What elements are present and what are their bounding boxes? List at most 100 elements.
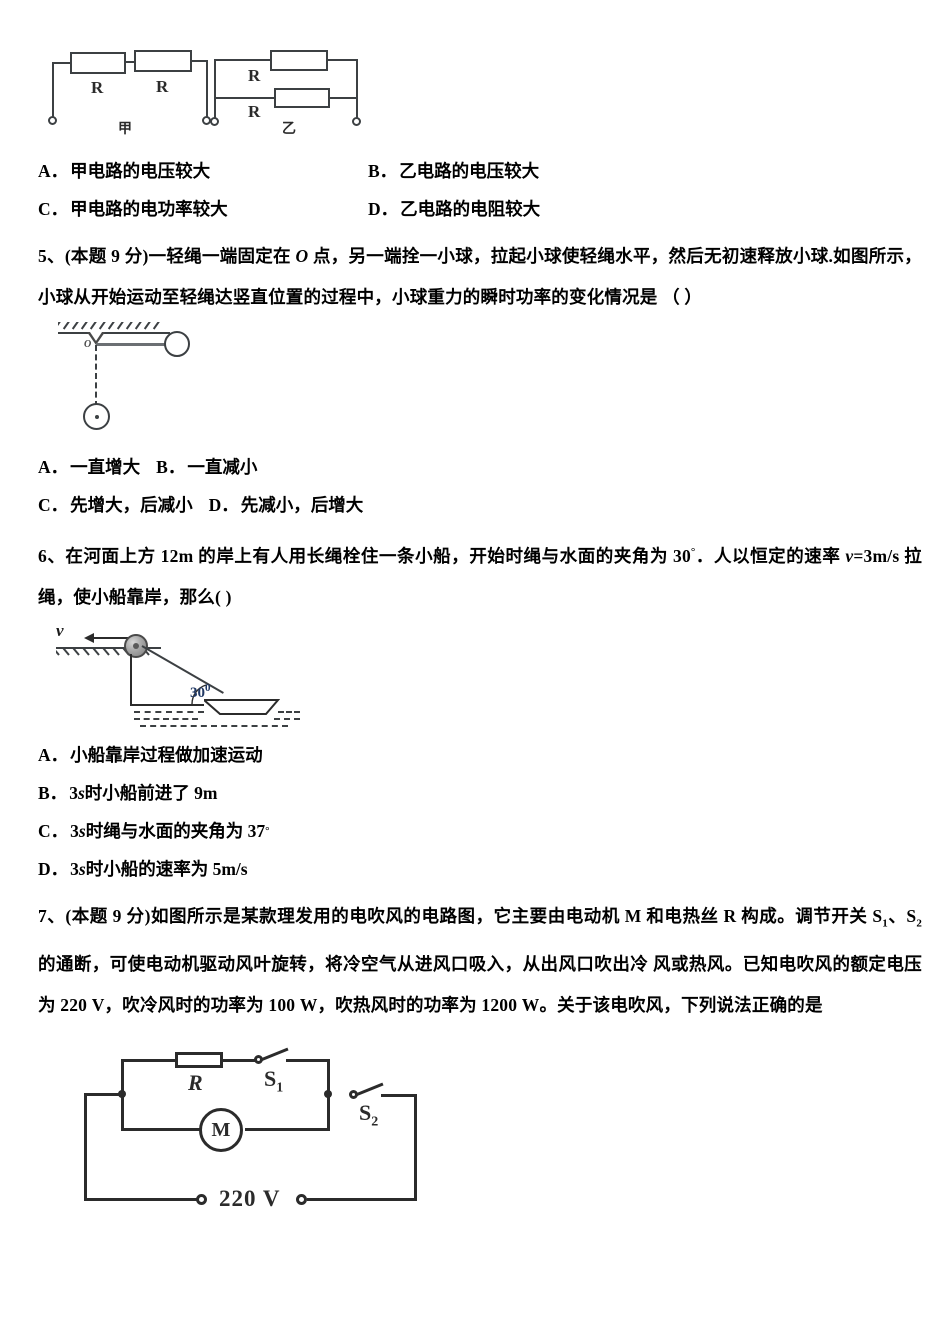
q6-bank-wall-hatching — [122, 654, 132, 706]
q7-motor-symbol: M — [199, 1108, 243, 1153]
q7-wire-after-switch2 — [381, 1094, 417, 1098]
q4-right-terminal-1 — [210, 117, 219, 126]
q5-option-a-label: A． — [38, 457, 69, 477]
q5-option-d-text: 先减小，后增大 — [240, 495, 364, 515]
q7-switch2-label: S2 — [359, 1100, 378, 1130]
q5-stem-part1: 一轻绳一端固定在 — [148, 246, 296, 266]
q4-left-wire-left — [52, 62, 54, 118]
q7-switch1-index: 1 — [276, 1080, 284, 1096]
q5-option-b-label: B． — [156, 457, 186, 477]
q7-stem-b: 、S — [888, 905, 917, 926]
q4-option-a-text: 甲电路的电压较大 — [70, 161, 211, 181]
q6-stem-a: 在河面上方 — [65, 545, 161, 566]
q5-stem: 5、(本题 9 分)一轻绳一端固定在 O 点，另一端拴一小球，拉起小球使轻绳水平… — [38, 236, 922, 318]
q5-option-c-text: 先增大，后减小 — [70, 495, 193, 515]
q7-left-junction-node — [118, 1090, 126, 1099]
q4-left-wire-top-left — [52, 62, 71, 64]
q7-switch1-arm[interactable] — [261, 1047, 289, 1062]
q7-source-terminal-left — [196, 1194, 207, 1206]
q7-source-terminal-right — [296, 1194, 307, 1206]
q4-option-b[interactable]: B．乙电路的电压较大 — [368, 152, 539, 190]
q7-wire-bottom-left — [84, 1198, 197, 1202]
q6-boat-icon — [204, 698, 280, 715]
q5-ball-center-dot — [94, 414, 99, 419]
q5-ball-horizontal-position — [164, 331, 190, 357]
q4-right-wire-mid-left — [214, 97, 275, 99]
q4-option-c-text: 甲电路的电功率较大 — [70, 199, 228, 219]
q4-right-wire-left — [214, 59, 216, 119]
q4-right-circuit-label: 乙 — [282, 122, 296, 137]
q4-right-wire-mid-right — [329, 97, 358, 99]
q6-stem-angle: 30 — [673, 545, 691, 566]
q6-angle-arc — [191, 684, 207, 704]
q4-right-resistor-2-label: R — [248, 102, 261, 121]
q7-wire-top-left — [121, 1059, 176, 1063]
q6-water-dash-1 — [134, 710, 204, 713]
q4-left-resistor-2-label: R — [156, 77, 169, 96]
q5-option-c-label: C． — [38, 495, 69, 515]
q4-option-b-label: B． — [368, 161, 398, 181]
q6-angle-degree-glyph: 0 — [205, 681, 211, 694]
q6-stem-b: 的岸上有人用长绳栓住一条小船，开始时绳与水面的夹角为 — [193, 545, 674, 566]
q7-dryer-circuit-figure: R S1 M S2 220 V — [68, 1040, 922, 1218]
q7-switch1-subscript: 1 — [882, 917, 888, 930]
q6-angle-value: 30 — [190, 684, 205, 701]
q5-rod-horizontal — [96, 343, 168, 346]
q6-option-c-text: 时绳与水面的夹角为 37 — [85, 820, 266, 841]
q4-option-a[interactable]: A．甲电路的电压较大 — [38, 152, 368, 190]
q6-option-d-label: D． — [38, 858, 69, 879]
q5-option-a-text: 一直增大 — [70, 457, 141, 477]
q4-option-d[interactable]: D．乙电路的电阻较大 — [368, 190, 540, 228]
q6-bank-wall — [130, 653, 132, 706]
q4-option-d-label: D． — [368, 199, 399, 219]
q5-score-tag: (本题 9 分) — [64, 246, 149, 266]
q7-resistor-label: R — [188, 1070, 203, 1096]
q4-option-c[interactable]: C．甲电路的电功率较大 — [38, 190, 368, 228]
q6-option-d-number: 3 — [70, 858, 79, 879]
q4-option-a-label: A． — [38, 161, 69, 181]
q7-stem-a: 如图所示是某款理发用的电吹风的电路图，它主要由电动机 M 和电热丝 R 构成。调… — [150, 905, 883, 926]
q6-option-a-label: A． — [38, 744, 69, 765]
q6-velocity-arrow — [84, 632, 140, 643]
q6-water-dash-2 — [134, 717, 198, 720]
q7-motor-label: M — [211, 1118, 231, 1141]
q4-option-d-text: 乙电路的电阻较大 — [400, 199, 541, 219]
q4-left-resistor-1-box — [70, 52, 126, 74]
q6-option-b-label: B． — [38, 782, 68, 803]
q7-right-junction-node — [324, 1090, 332, 1099]
q6-option-c-unit: s — [78, 820, 86, 841]
q4-left-terminal-1 — [48, 116, 57, 125]
q5-option-d-label: D． — [208, 495, 239, 515]
q5-option-c[interactable]: C．先增大，后减小 — [38, 486, 193, 524]
q4-right-resistor-1-label: R — [248, 66, 261, 85]
q4-right-resistor-2-box — [274, 88, 330, 108]
q7-switch1-letter: S — [264, 1066, 277, 1092]
q5-ceiling-hatching — [58, 322, 170, 333]
q5-option-a[interactable]: A．一直增大 — [38, 448, 140, 486]
q6-water-dash-5 — [274, 717, 300, 720]
q4-right-wire-right — [356, 59, 358, 119]
q4-left-resistor-1-label: R — [91, 78, 104, 97]
page-content: R R 甲 R R 乙 A．甲电路的电压较大 B．乙电路的电压较大 C．甲电路的… — [38, 40, 922, 1218]
q6-pulley-hub — [133, 642, 139, 649]
q7-wire-after-switch1 — [286, 1059, 330, 1063]
q6-angle-label: 300 — [190, 682, 211, 702]
q7-stem-c: 的通断，可使电动机驱动风叶旋转，将冷空气从进风口吸入，从出风口吹出冷 风或热风。… — [38, 954, 922, 1016]
q6-stem-c: ．人以恒定的速率 — [695, 545, 846, 566]
q6-water-dash-3 — [140, 724, 288, 727]
q5-option-b[interactable]: B．一直减小 — [156, 448, 257, 486]
q7-switch2-arm[interactable] — [356, 1082, 384, 1097]
q6-option-d-unit: s — [78, 858, 86, 879]
q7-number: 7、 — [38, 905, 66, 926]
q6-option-a[interactable]: A．小船靠岸过程做加速运动 — [38, 736, 922, 774]
q5-stem-part2: 点，另一端拴一小球，拉起小球使轻绳水平，然后无初速释放小球.如图所示，小球从开始… — [38, 246, 922, 307]
q4-left-resistor-2-box — [134, 50, 192, 72]
q5-pendulum-figure: O — [48, 318, 922, 448]
q5-option-d[interactable]: D．先减小，后增大 — [209, 486, 364, 524]
q7-wire-motor-right — [245, 1128, 330, 1132]
q7-wire-outer-right — [414, 1094, 417, 1202]
q6-velocity-label: v — [56, 620, 64, 640]
